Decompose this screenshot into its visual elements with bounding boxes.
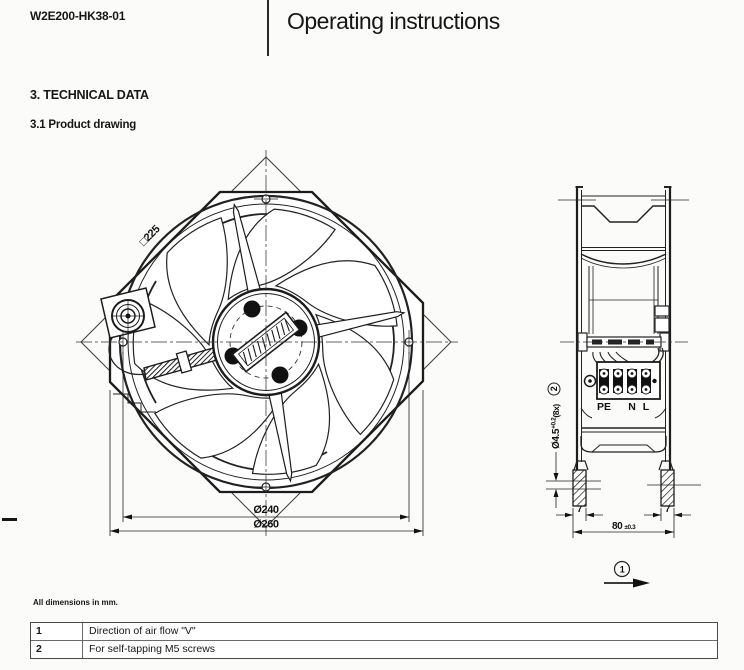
legend-description: Direction of air flow "V"	[89, 625, 196, 637]
svg-text:Ø4.5+0.2(8x): Ø4.5+0.2(8x)	[551, 404, 563, 449]
dim-foot-left: 7	[577, 504, 582, 515]
cable-conduit	[108, 317, 225, 381]
cable-gland	[100, 287, 156, 339]
legend-ref: 2	[31, 641, 83, 658]
mounting-foot	[660, 469, 675, 507]
fold-mark	[2, 518, 17, 521]
mounting-foot	[572, 469, 587, 507]
legend-description: For self-tapping M5 screws	[89, 643, 216, 655]
front-dimensions	[109, 352, 424, 536]
terminal-label-l: L	[643, 401, 650, 413]
terminal-label-n: N	[628, 401, 636, 413]
legend-ref: 1	[31, 623, 83, 640]
legend-row: 1 Direction of air flow "V"	[31, 623, 717, 640]
side-dimensions	[556, 508, 691, 538]
hub-screw	[271, 366, 289, 384]
dim-square: □225	[137, 223, 162, 248]
capacitor	[654, 305, 670, 317]
hole-dimension: Ø4.5+0.2(8x) 2	[547, 382, 563, 508]
airflow-arrow	[633, 578, 650, 588]
dim-depth: 80±0.3	[612, 521, 636, 532]
terminal-block	[583, 361, 661, 400]
note-ref-2: 2	[549, 386, 559, 391]
header-divider	[267, 0, 269, 56]
capacitor	[654, 317, 670, 333]
dim-bolt-circle: Ø240	[253, 504, 279, 516]
airflow-direction: 1	[604, 560, 650, 588]
legend-table: 1 Direction of air flow "V" 2 For self-t…	[30, 622, 718, 659]
terminal-label-pe: PE	[597, 401, 611, 413]
centerlines	[76, 150, 458, 536]
side-view: PE N L Ø4.5+0.2(8x)	[546, 186, 701, 588]
dim-outer-diameter: Ø260	[253, 519, 279, 531]
section-heading: 3. TECHNICAL DATA	[30, 88, 149, 102]
product-code: W2E200-HK38-01	[30, 9, 126, 23]
legend-row: 2 For self-tapping M5 screws	[31, 640, 717, 658]
note-ref-1: 1	[620, 565, 625, 575]
front-view: Ø240 Ø260 □225	[76, 150, 458, 536]
hub-screw	[243, 300, 261, 318]
page-title: Operating instructions	[287, 8, 500, 34]
dimensions-note: All dimensions in mm.	[33, 598, 118, 607]
dim-foot-right: 7	[665, 504, 670, 515]
subsection-heading: 3.1 Product drawing	[30, 119, 137, 131]
